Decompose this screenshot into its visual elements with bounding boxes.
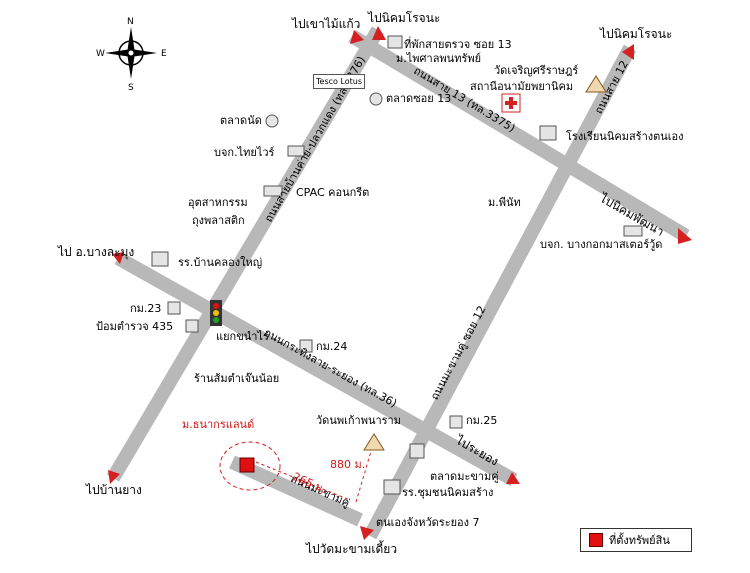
label-paisal: ม.ไพศาลพนทรัพย์ bbox=[396, 52, 482, 65]
traffic-light-icon bbox=[210, 300, 222, 326]
compass-rose bbox=[105, 27, 157, 79]
label-junction: แยกขนำไร่ bbox=[216, 330, 269, 343]
arrow-west-36 bbox=[112, 252, 124, 264]
dest-left: ไป อ.บางละมุง bbox=[58, 245, 135, 259]
distance-line-880 bbox=[355, 447, 373, 503]
distance-line-265 bbox=[255, 461, 351, 501]
building-icons bbox=[151, 35, 643, 495]
talad-nat-icon bbox=[265, 114, 279, 128]
label-health: สถานีอนามัยพยานิคม bbox=[470, 80, 574, 93]
label-wat-phet: วัดนพเก้าพนาราม bbox=[316, 414, 401, 427]
label-police13: ที่พักสายตรวจ ซอย 13 bbox=[404, 38, 512, 51]
dest-top-left-1: ไปเขาไม้แก้ว bbox=[292, 17, 361, 31]
police-icon bbox=[387, 35, 403, 49]
bangkok-icon bbox=[623, 225, 643, 237]
label-bangkok-master: บจก. บางกอกมาสเตอร์วู้ด bbox=[540, 238, 663, 251]
cpac-icon bbox=[263, 185, 283, 197]
property-marker bbox=[219, 441, 373, 503]
dest-bottom-mid: ไปวัดมะขามเดี้ยว bbox=[306, 542, 398, 556]
health-cross-icon bbox=[501, 93, 521, 113]
temple-icon-1 bbox=[585, 75, 607, 93]
property-circle bbox=[219, 441, 281, 491]
label-km24: กม.24 bbox=[316, 340, 348, 353]
label-shop: ร้านส้มตำเจ๊นน้อย bbox=[194, 372, 280, 385]
km23-icon bbox=[167, 301, 181, 315]
road-36 bbox=[114, 251, 518, 487]
property-square bbox=[239, 457, 255, 473]
map-legend: ที่ตั้งทรัพย์สิน bbox=[580, 528, 692, 552]
market13-icon bbox=[369, 92, 383, 106]
compass-w: W bbox=[96, 49, 105, 59]
km24-icon bbox=[299, 339, 313, 353]
roads bbox=[106, 26, 690, 540]
post-icon bbox=[185, 319, 199, 333]
label-post435: ป้อมตำรวจ 435 bbox=[96, 320, 174, 333]
label-km23: กม.23 bbox=[130, 302, 162, 315]
compass-e: E bbox=[161, 49, 167, 59]
legend-label: ที่ตั้งทรัพย์สิน bbox=[609, 534, 670, 547]
temple-icon-2 bbox=[363, 433, 385, 451]
label-cpac: CPAC คอนกรีต bbox=[296, 186, 370, 199]
label-market-makham: ตลาดมะขามคู่ bbox=[430, 470, 499, 483]
arrow-north-3376 bbox=[372, 26, 386, 40]
label-distance-880: 880 ม. bbox=[330, 458, 366, 471]
arrow-south-12 bbox=[360, 526, 374, 540]
school-icon-3 bbox=[383, 479, 401, 495]
label-industry2: ถุงพลาสติก bbox=[192, 214, 245, 227]
arrow-east-13 bbox=[678, 228, 692, 244]
arrow-east-36 bbox=[506, 472, 520, 484]
arrow-north-12 bbox=[622, 44, 634, 60]
road-3376 bbox=[106, 26, 385, 482]
label-property: ม.ธนากรแลนด์ bbox=[182, 418, 255, 431]
label-talad-nat: ตลาดนัด bbox=[220, 114, 262, 127]
label-market13: ตลาดซอย 13 bbox=[386, 92, 452, 105]
arrow-north-13 bbox=[350, 30, 364, 44]
school-icon-1 bbox=[151, 251, 169, 267]
label-lotus: Tesco Lotus bbox=[313, 74, 366, 89]
legend-swatch bbox=[589, 533, 603, 547]
factory-icon bbox=[287, 145, 305, 157]
label-school-chumchon: รร.ชุมชนนิคมสร้าง bbox=[402, 486, 494, 499]
road-13 bbox=[348, 29, 690, 243]
label-km25: กม.25 bbox=[466, 414, 498, 427]
label-school-chumchon2: ตนเองจังหวัดระยอง 7 bbox=[376, 516, 480, 529]
road-arrows bbox=[108, 26, 692, 540]
market-icon bbox=[409, 443, 425, 459]
compass-n: N bbox=[127, 17, 134, 27]
compass-s: S bbox=[128, 83, 134, 93]
dest-top-left-2: ไปนิคมโรจนะ bbox=[368, 11, 441, 25]
label-wat-charoen: วัดเจริญศรีราษฎร์ bbox=[494, 64, 579, 77]
label-m-pinat: ม.พีนัท bbox=[488, 196, 521, 209]
temple-icons bbox=[363, 75, 607, 451]
school-icon-2 bbox=[539, 125, 557, 141]
label-school-nikhom: โรงเรียนนิคมสร้างตนเอง bbox=[566, 130, 684, 143]
label-school-ban: รร.บ้านคลองใหญ่ bbox=[178, 256, 263, 269]
arrow-south-3376 bbox=[108, 470, 120, 484]
km25-icon bbox=[449, 415, 463, 429]
label-industry: อุตสาหกรรม bbox=[188, 196, 248, 209]
dest-top-right: ไปนิคมโรจนะ bbox=[600, 27, 673, 41]
dest-bottom-left: ไปบ้านยาง bbox=[86, 483, 142, 497]
label-thaiwire: บจก.ไทยไวร์ bbox=[214, 146, 275, 159]
